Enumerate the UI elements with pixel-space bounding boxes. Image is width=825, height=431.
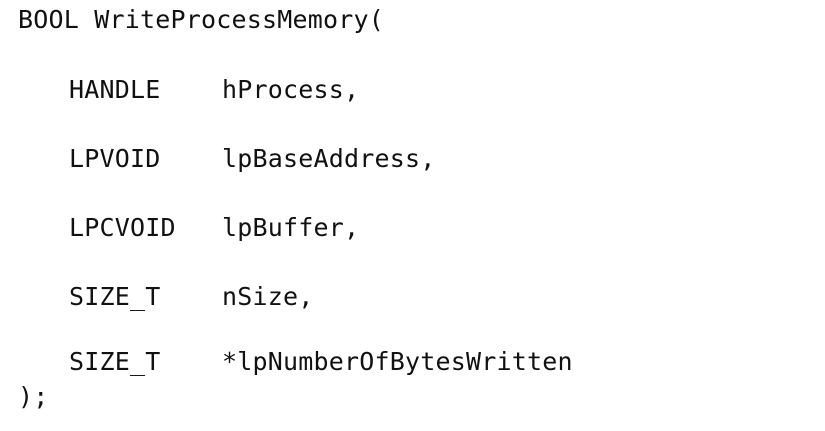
param-type: SIZE_T <box>69 282 161 311</box>
param-type: LPVOID <box>69 144 161 173</box>
param-name: hProcess, <box>222 75 360 104</box>
function-signature: BOOL WriteProcessMemory( <box>18 5 385 34</box>
param-type: LPCVOID <box>69 213 176 242</box>
param-type: SIZE_T <box>69 347 161 376</box>
param-name: nSize, <box>222 282 314 311</box>
param-name: lpBaseAddress, <box>222 144 436 173</box>
param-name: lpBuffer, <box>222 213 360 242</box>
function-close: ); <box>18 382 49 411</box>
param-type: HANDLE <box>69 75 161 104</box>
param-name: *lpNumberOfBytesWritten <box>222 347 573 376</box>
